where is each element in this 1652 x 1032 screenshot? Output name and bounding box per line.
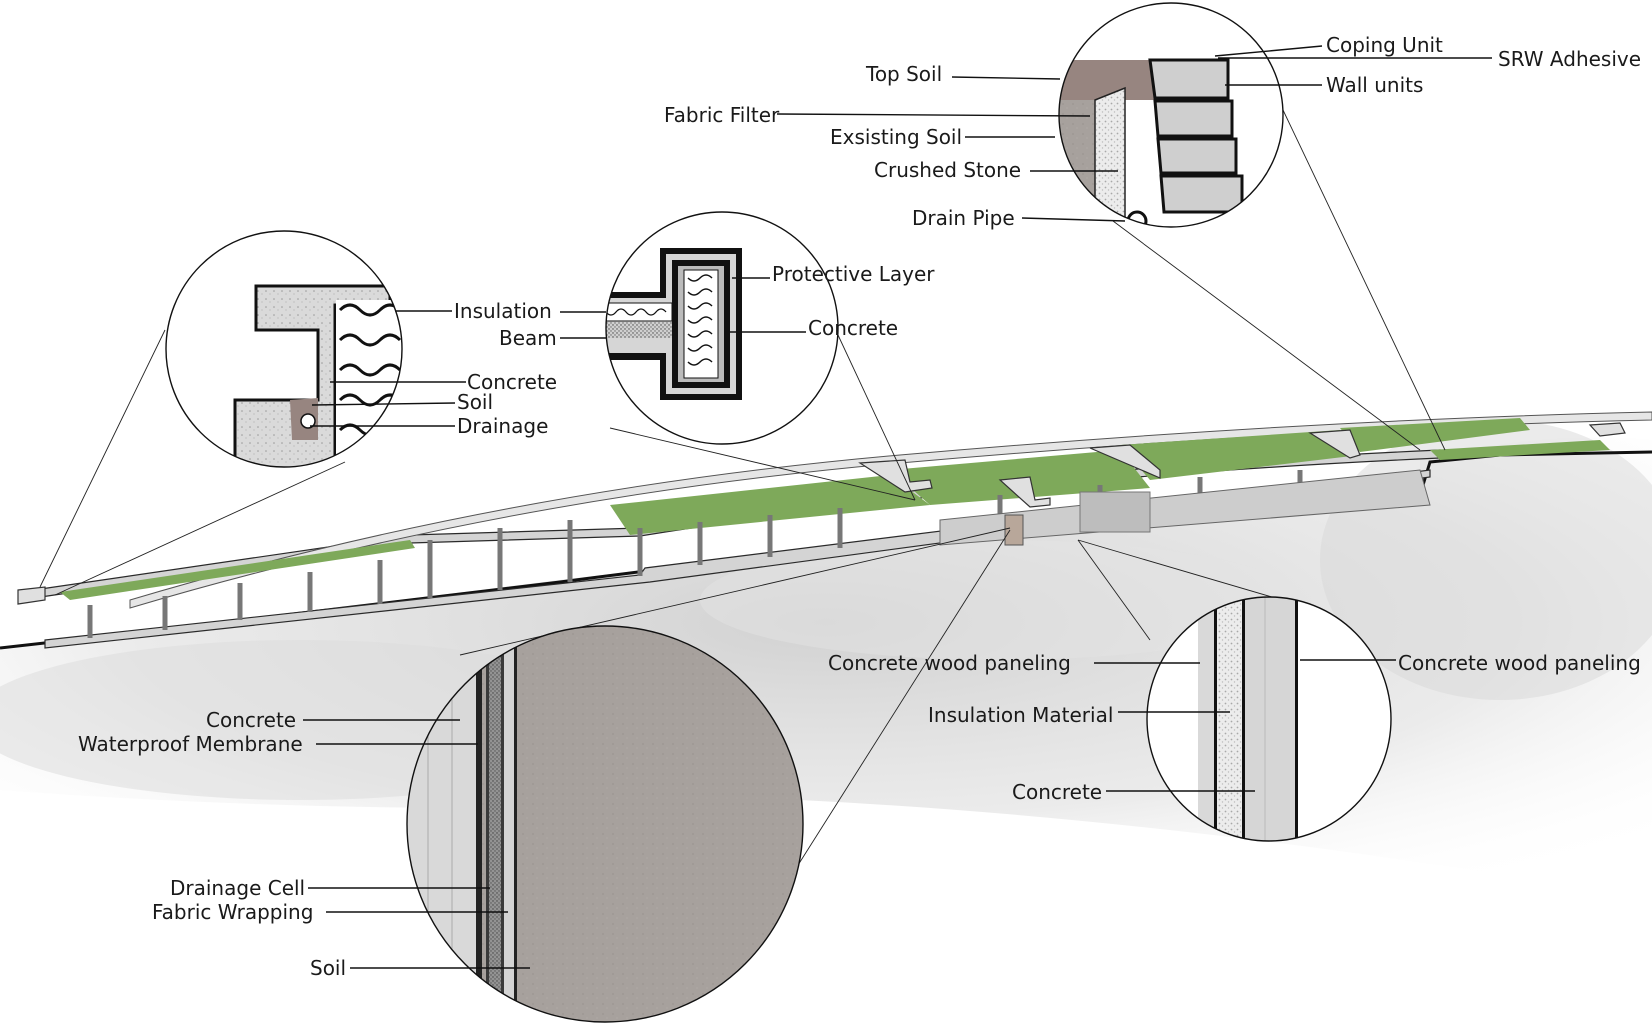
detail-wall-panel (1146, 596, 1392, 842)
detail-beam-leaders (560, 277, 806, 339)
label-wall-units: Wall units (1326, 73, 1423, 97)
detail-wall-panel-leaders (1094, 659, 1396, 792)
label-beam: Beam (499, 326, 557, 350)
label-fabric-filter: Fabric Filter (664, 103, 780, 127)
detail-waterproofing-leaders (303, 719, 530, 969)
label-top-soil: Top Soil (865, 62, 942, 86)
label-drainage-cell: Drainage Cell (170, 876, 305, 900)
label-protective-layer: Protective Layer (772, 262, 935, 286)
label-drain-pipe: Drain Pipe (912, 206, 1015, 230)
label-concrete-wood-paneling-left: Concrete wood paneling (828, 651, 1071, 675)
detail-retaining-wall-leaders (776, 45, 1492, 222)
label-wall-concrete: Concrete (467, 370, 557, 394)
label-concrete-wood-paneling-right: Concrete wood paneling (1398, 651, 1641, 675)
label-srw-adhesive: SRW Adhesive (1498, 47, 1641, 71)
label-insulation-material: Insulation Material (928, 703, 1113, 727)
label-br-concrete: Concrete (1012, 780, 1102, 804)
label-coping-unit: Coping Unit (1326, 33, 1443, 57)
label-bl-concrete: Concrete (206, 708, 296, 732)
label-bl-soil: Soil (310, 956, 346, 980)
label-waterproof-membrane: Waterproof Membrane (78, 732, 303, 756)
detail-wall-insulation-leaders (310, 310, 466, 427)
label-wall-drainage: Drainage (457, 414, 548, 438)
label-beam-concrete: Concrete (808, 316, 898, 340)
label-fabric-wrapping: Fabric Wrapping (152, 900, 313, 924)
label-insulation: Insulation (454, 299, 552, 323)
building-section (17, 411, 1652, 649)
label-crushed-stone: Crushed Stone (874, 158, 1021, 182)
label-existing-soil: Exsisting Soil (830, 125, 962, 149)
label-wall-soil: Soil (457, 390, 493, 414)
detail-wall-insulation (165, 230, 403, 468)
detail-retaining-wall (1058, 2, 1284, 228)
detail-beam (605, 211, 839, 445)
